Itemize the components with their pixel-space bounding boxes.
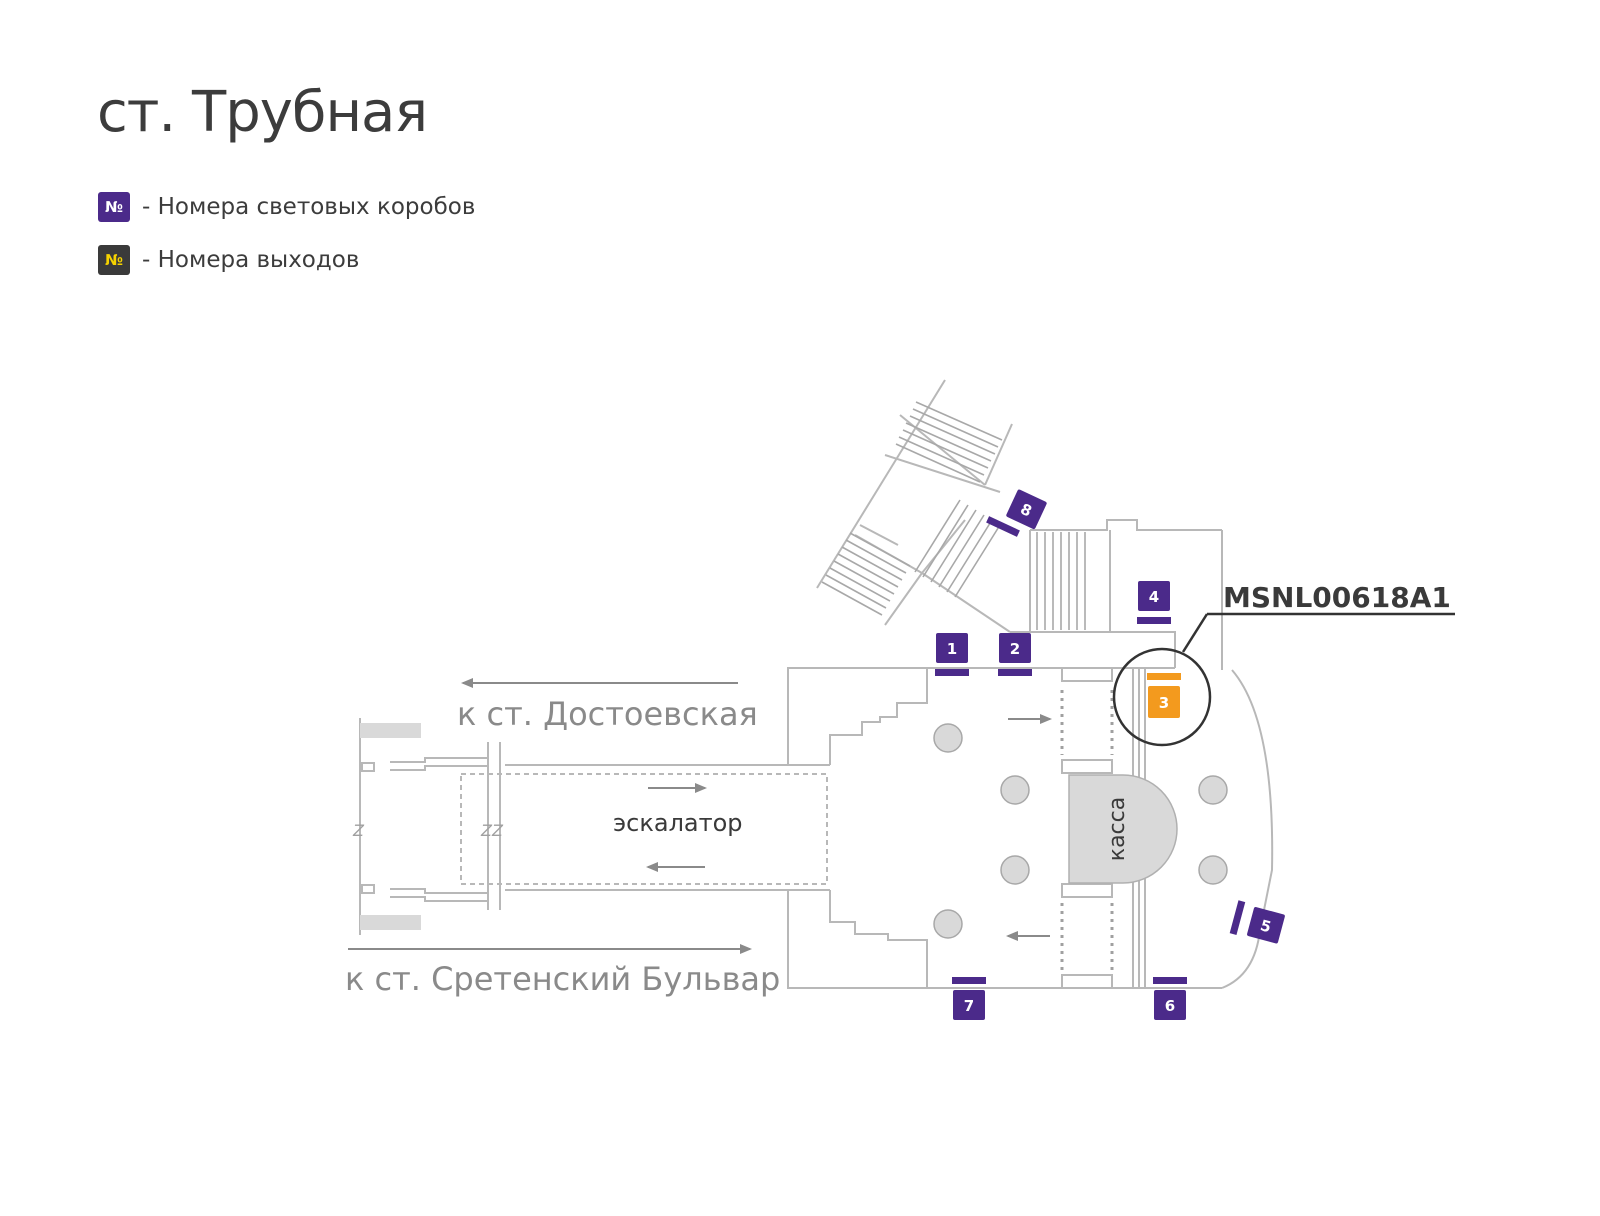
lightbox-5: 5 [1229, 900, 1285, 944]
page-title: ст. Трубная [97, 80, 428, 145]
svg-text:5: 5 [1258, 916, 1273, 936]
svg-text:7: 7 [964, 997, 974, 1015]
callout-label: MSNL00618A1 [1223, 581, 1451, 614]
station-walls [359, 379, 1274, 989]
svg-text:4: 4 [1149, 588, 1159, 606]
legend-exit-text: - Номера выходов [142, 247, 360, 273]
direction-arrows [348, 678, 1052, 954]
lightbox-4: 4 [1137, 581, 1171, 624]
direction-dostoevskaya: к ст. Достоевская [457, 695, 758, 733]
stairs [821, 401, 1086, 630]
exit-swatch: № [98, 245, 130, 275]
ticket-office [1068, 774, 1178, 884]
columns [933, 723, 1228, 939]
direction-sretensky: к ст. Сретенский Бульвар [345, 960, 780, 998]
svg-text:3: 3 [1159, 694, 1169, 712]
ticket-office-label: касса [1105, 797, 1130, 861]
legend-lightbox-text: - Номера световых коробов [142, 194, 476, 220]
svg-text:2: 2 [1010, 640, 1020, 658]
break-mark-left: Z [352, 821, 365, 840]
legend-exit: № - Номера выходов [98, 245, 359, 275]
lightbox-swatch: № [98, 192, 130, 222]
break-mark-right: ZZ [480, 821, 504, 840]
lightbox-8: 8 [986, 489, 1047, 537]
callout: MSNL00618A1 [1112, 581, 1455, 747]
legend-lightbox: № - Номера световых коробов [98, 192, 475, 222]
svg-text:6: 6 [1165, 997, 1175, 1015]
escalator-label: эскалатор [613, 809, 743, 837]
lightbox-2: 2 [998, 633, 1032, 676]
lightbox-7: 7 [952, 977, 986, 1020]
lightbox-3: 3 [1147, 673, 1181, 718]
lightbox-6: 6 [1153, 977, 1187, 1020]
svg-text:1: 1 [947, 640, 957, 658]
lightbox-1: 1 [935, 633, 969, 676]
